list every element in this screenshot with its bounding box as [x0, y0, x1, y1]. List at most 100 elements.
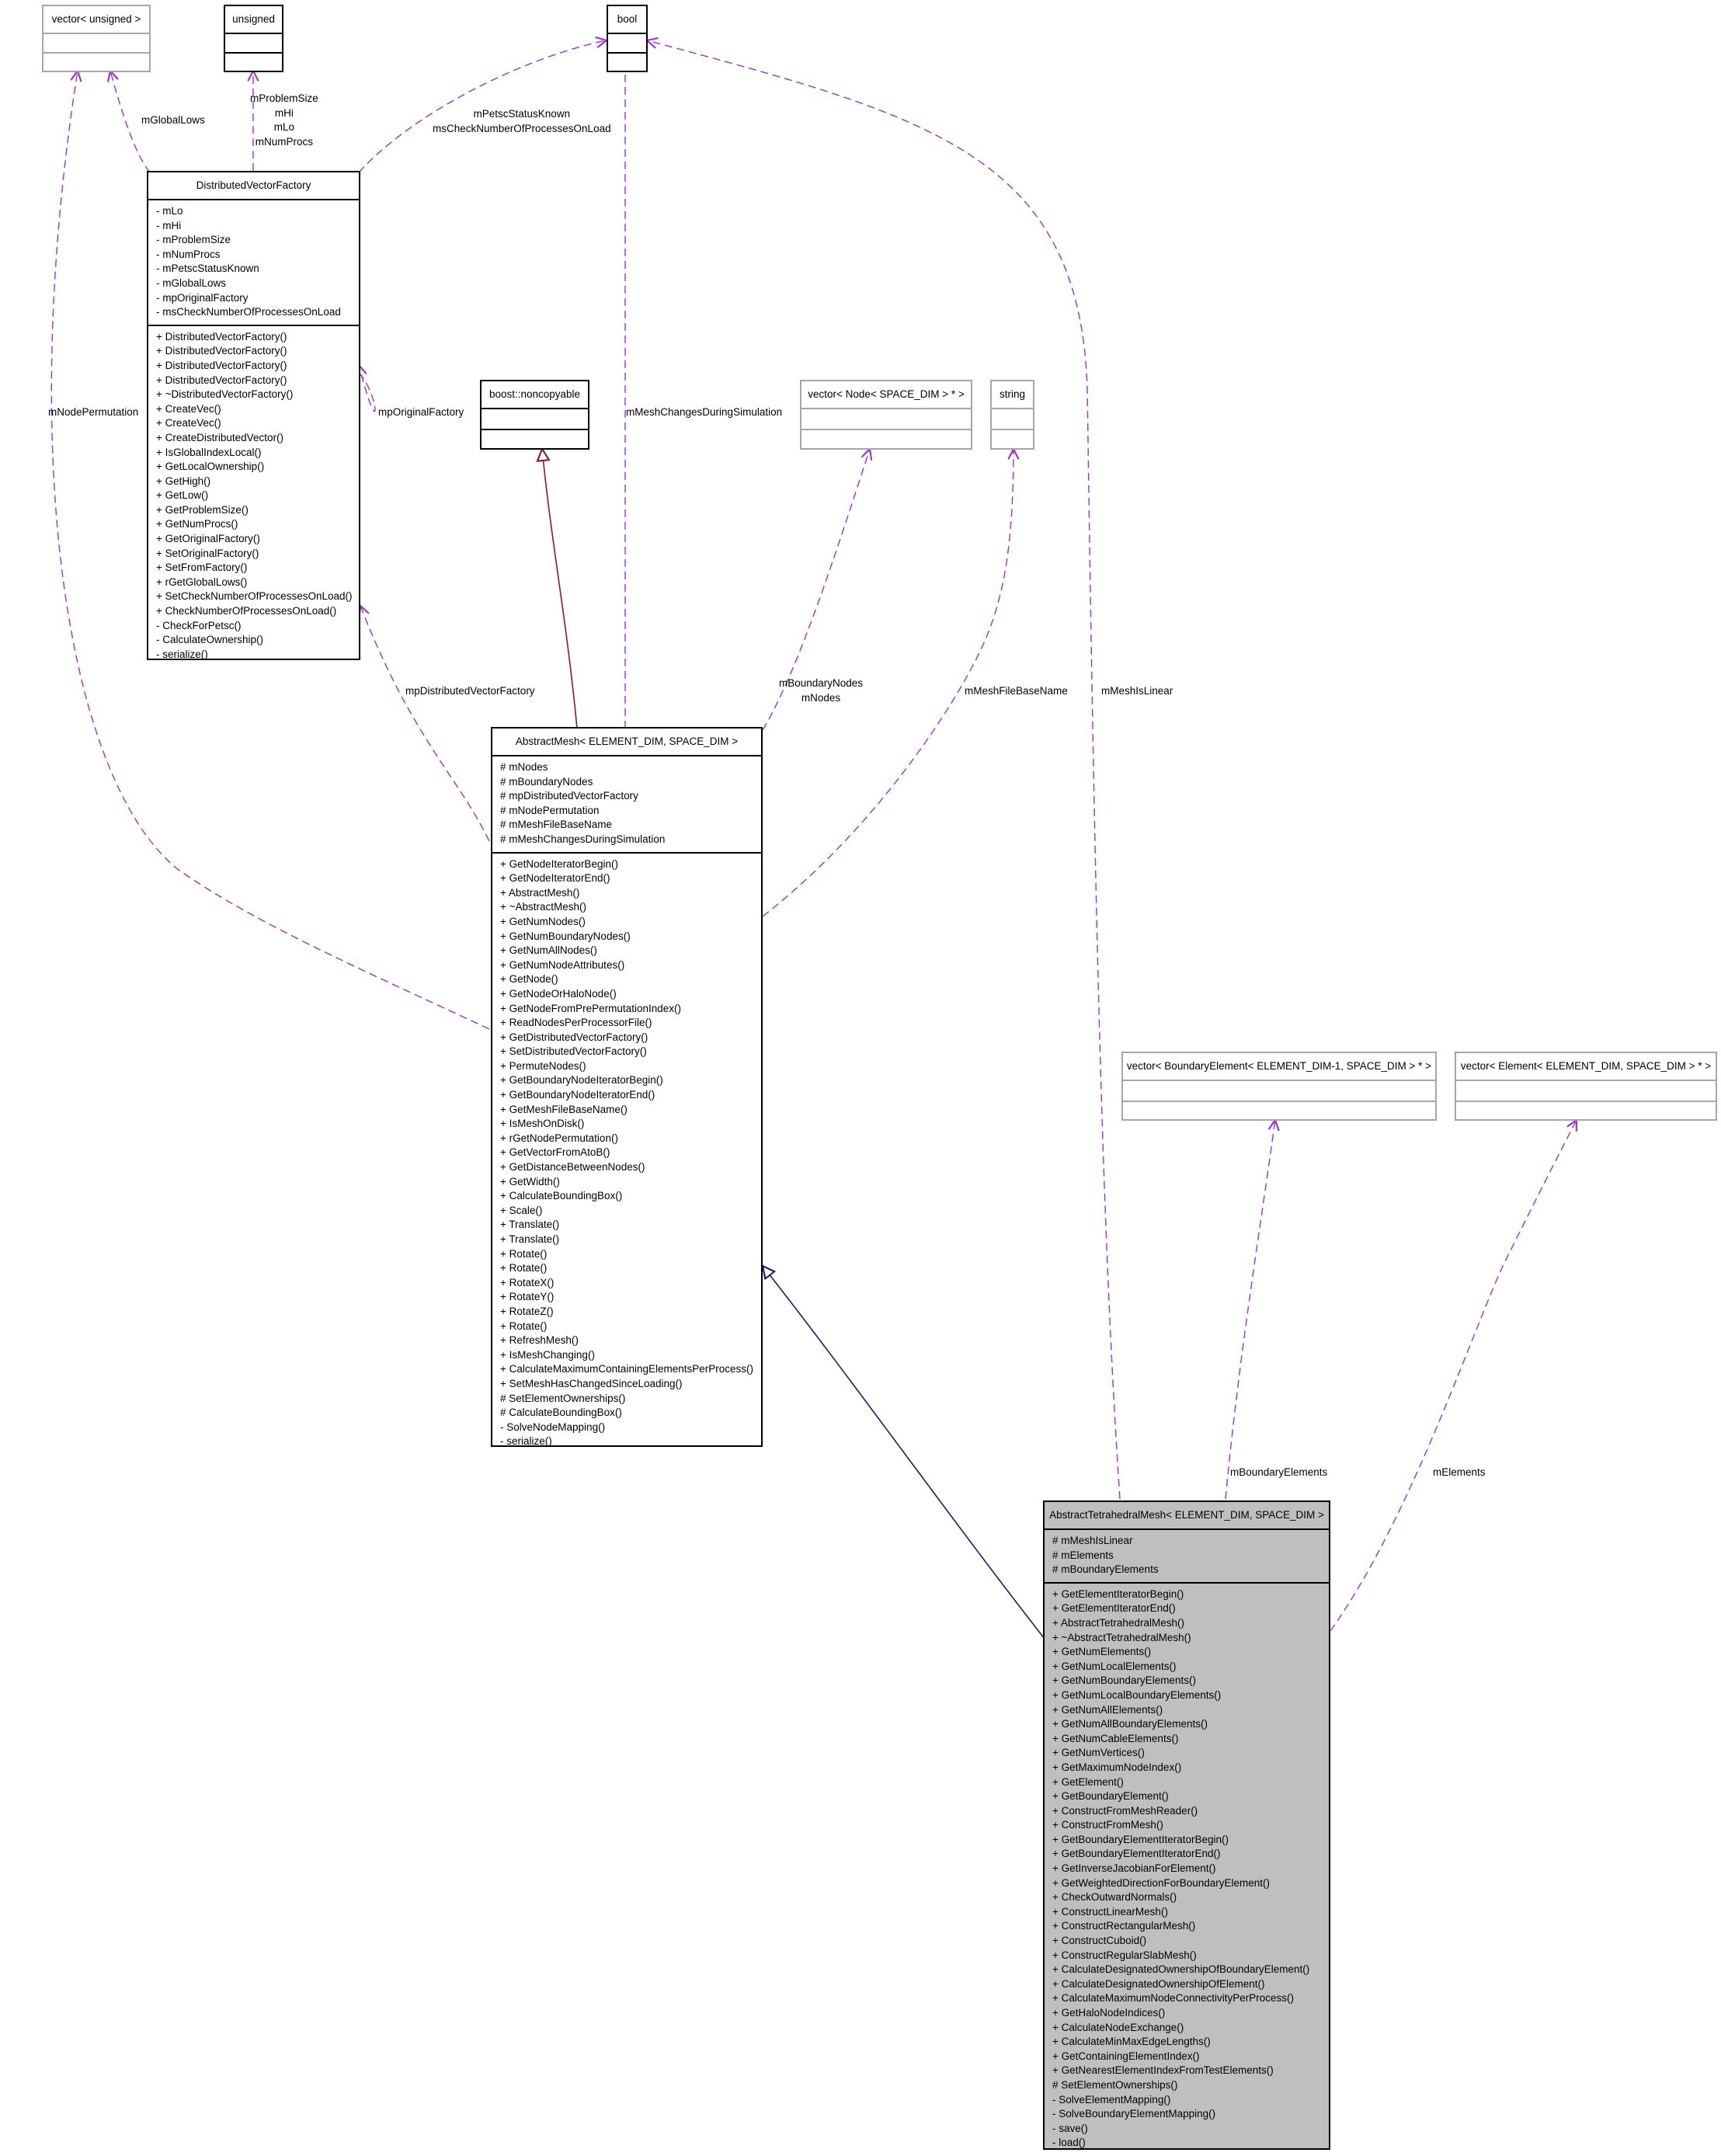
class-vector-node[interactable]: vector< Node< SPACE_DIM > * > — [800, 380, 972, 450]
methods-section — [482, 429, 588, 448]
member-item: mPetscStatusKnown — [473, 108, 571, 120]
member-item: + AbstractTetrahedralMesh() — [1052, 1616, 1184, 1629]
member-item: + GetLow() — [156, 489, 209, 502]
member-item: + GetDistributedVectorFactory() — [500, 1031, 648, 1043]
member-item: + SetFromFactory() — [156, 562, 248, 574]
class-title: boost::noncopyable — [488, 388, 581, 400]
member-item: + GetMeshFileBaseName() — [500, 1103, 628, 1115]
attributes-section: - mLo- mHi- mProblemSize- mNumProcs- mPe… — [148, 199, 359, 325]
member-item: + GetBoundaryNodeIteratorBegin() — [500, 1074, 663, 1087]
member-item: + GetElementIteratorEnd() — [1052, 1602, 1176, 1615]
member-item: # mNodePermutation — [500, 804, 600, 816]
member-item: # CalculateBoundingBox() — [500, 1407, 622, 1419]
member-item: - mLo — [156, 205, 183, 217]
class-title: bool — [617, 13, 638, 25]
member-item: + GetNodeIteratorBegin() — [500, 857, 618, 870]
member-item: + IsMeshOnDisk() — [500, 1118, 585, 1130]
attributes-section — [43, 33, 149, 52]
edge-tetra-vec-boundary — [1225, 1120, 1275, 1500]
member-item: + GetInverseJacobianForElement() — [1052, 1862, 1216, 1875]
class-title: DistributedVectorFactory — [196, 179, 311, 191]
class-vector-boundary-element[interactable]: vector< BoundaryElement< ELEMENT_DIM-1, … — [1121, 1052, 1437, 1121]
methods-section — [43, 52, 149, 71]
member-item: # mBoundaryElements — [1052, 1563, 1159, 1576]
class-vector-unsigned[interactable]: vector< unsigned > — [42, 5, 151, 72]
member-item: + ConstructFromMeshReader() — [1052, 1804, 1198, 1817]
class-boost-noncopyable[interactable]: boost::noncopyable — [480, 380, 589, 450]
member-item: + ~DistributedVectorFactory() — [156, 388, 294, 401]
member-item: + GetNumAllBoundaryElements() — [1052, 1718, 1208, 1730]
member-item: - mProblemSize — [156, 234, 231, 246]
member-item: + GetBoundaryElement() — [1052, 1790, 1169, 1803]
member-item: + GetContainingElementIndex() — [1052, 2050, 1200, 2062]
member-item: + CreateVec() — [156, 402, 221, 415]
member-item: + GetNumProcs() — [156, 518, 238, 530]
member-item: + GetHaloNodeIndices() — [1052, 2007, 1166, 2019]
edge-dvf-self — [359, 365, 376, 412]
class-string[interactable]: string — [990, 380, 1034, 450]
class-title: vector< Node< SPACE_DIM > * > — [808, 388, 965, 400]
member-item: + ConstructFromMesh() — [1052, 1819, 1163, 1831]
member-item: + DistributedVectorFactory() — [156, 374, 287, 386]
edge-mesh-string — [762, 449, 1013, 917]
methods-section — [1123, 1101, 1435, 1119]
member-item: - SolveNodeMapping() — [500, 1421, 606, 1433]
member-item: - mGlobalLows — [156, 276, 227, 289]
member-item: - msCheckNumberOfProcessesOnLoad — [156, 306, 341, 318]
class-title: string — [999, 388, 1025, 400]
methods-section: + DistributedVectorFactory() + Distribute… — [148, 324, 359, 667]
class-distributed-vector-factory[interactable]: DistributedVectorFactory - mLo- mHi- mPr… — [147, 171, 360, 660]
class-bool[interactable]: bool — [607, 5, 648, 72]
member-item: + ConstructRectangularMesh() — [1052, 1920, 1196, 1932]
methods-section — [992, 429, 1033, 448]
member-item: + SetMeshHasChangedSinceLoading() — [500, 1377, 683, 1389]
member-item: mProblemSize — [250, 92, 318, 104]
member-item: + GetBoundaryNodeIteratorEnd() — [500, 1089, 655, 1101]
member-item: + ConstructCuboid() — [1052, 1935, 1147, 1947]
edge-label-mglobal-lows: mGlobalLows — [141, 114, 205, 126]
methods-section — [1456, 1101, 1716, 1119]
attributes-section: # mMeshIsLinear# mElements# mBoundaryEle… — [1045, 1528, 1329, 1582]
member-item: - SolveElementMapping() — [1052, 2093, 1171, 2106]
member-item: - mPetscStatusKnown — [156, 263, 259, 275]
member-item: + CalculateBoundingBox() — [500, 1190, 623, 1202]
member-item: # mElements — [1052, 1549, 1114, 1561]
member-item: + CheckOutwardNormals() — [1052, 1891, 1177, 1904]
edge-label-mp-original-factory: mpOriginalFactory — [378, 406, 464, 418]
attributes-section: # mNodes# mBoundaryNodes# mpDistributedV… — [492, 755, 761, 852]
member-item: - save() — [1052, 2122, 1088, 2134]
member-item: + ConstructRegularSlabMesh() — [1052, 1949, 1197, 1961]
member-item: - serialize() — [156, 648, 208, 660]
member-item: + GetProblemSize() — [156, 503, 249, 516]
member-item: + RefreshMesh() — [500, 1334, 579, 1347]
member-item: + CalculateMinMaxEdgeLengths() — [1052, 2036, 1211, 2048]
member-item: + DistributedVectorFactory() — [156, 345, 287, 357]
class-abstract-mesh[interactable]: AbstractMesh< ELEMENT_DIM, SPACE_DIM > #… — [491, 727, 763, 1447]
member-item: + ReadNodesPerProcessorFile() — [500, 1017, 652, 1029]
member-item: + GetNumBoundaryElements() — [1052, 1674, 1196, 1687]
member-item: + GetNumBoundaryNodes() — [500, 930, 631, 942]
edge-label-mesh-changes: mMeshChangesDuringSimulation — [626, 406, 783, 418]
class-abstract-tetrahedral-mesh[interactable]: AbstractTetrahedralMesh< ELEMENT_DIM, SP… — [1043, 1501, 1330, 2150]
class-unsigned[interactable]: unsigned — [224, 5, 283, 72]
member-item: + CalculateDesignatedOwnershipOfElement(… — [1052, 1977, 1265, 1990]
class-vector-element[interactable]: vector< Element< ELEMENT_DIM, SPACE_DIM … — [1455, 1052, 1717, 1121]
member-item: + GetNumNodes() — [500, 915, 586, 927]
member-item: + GetNumAllElements() — [1052, 1703, 1163, 1716]
member-item: # mpDistributedVectorFactory — [500, 790, 638, 802]
member-item: + GetNumCableElements() — [1052, 1732, 1179, 1744]
member-item: + GetWeightedDirectionForBoundaryElement… — [1052, 1876, 1271, 1889]
member-item: + SetOriginalFactory() — [156, 547, 259, 559]
member-item: + CreateDistributedVector() — [156, 431, 283, 443]
member-item: + GetMaximumNodeIndex() — [1052, 1761, 1182, 1773]
methods-section — [225, 52, 282, 71]
member-item: mHi — [274, 106, 294, 119]
member-item: + Rotate() — [500, 1320, 548, 1332]
member-item: + ~AbstractTetrahedralMesh() — [1052, 1631, 1191, 1643]
member-item: + CalculateDesignatedOwnershipOfBoundary… — [1052, 1963, 1310, 1976]
member-item: + GetNodeOrHaloNode() — [500, 987, 617, 1000]
member-item: + GetBoundaryElementIteratorBegin() — [1052, 1833, 1229, 1845]
member-item: + GetNodeFromPrePermutationIndex() — [500, 1002, 681, 1014]
member-item: + Scale() — [500, 1204, 543, 1216]
